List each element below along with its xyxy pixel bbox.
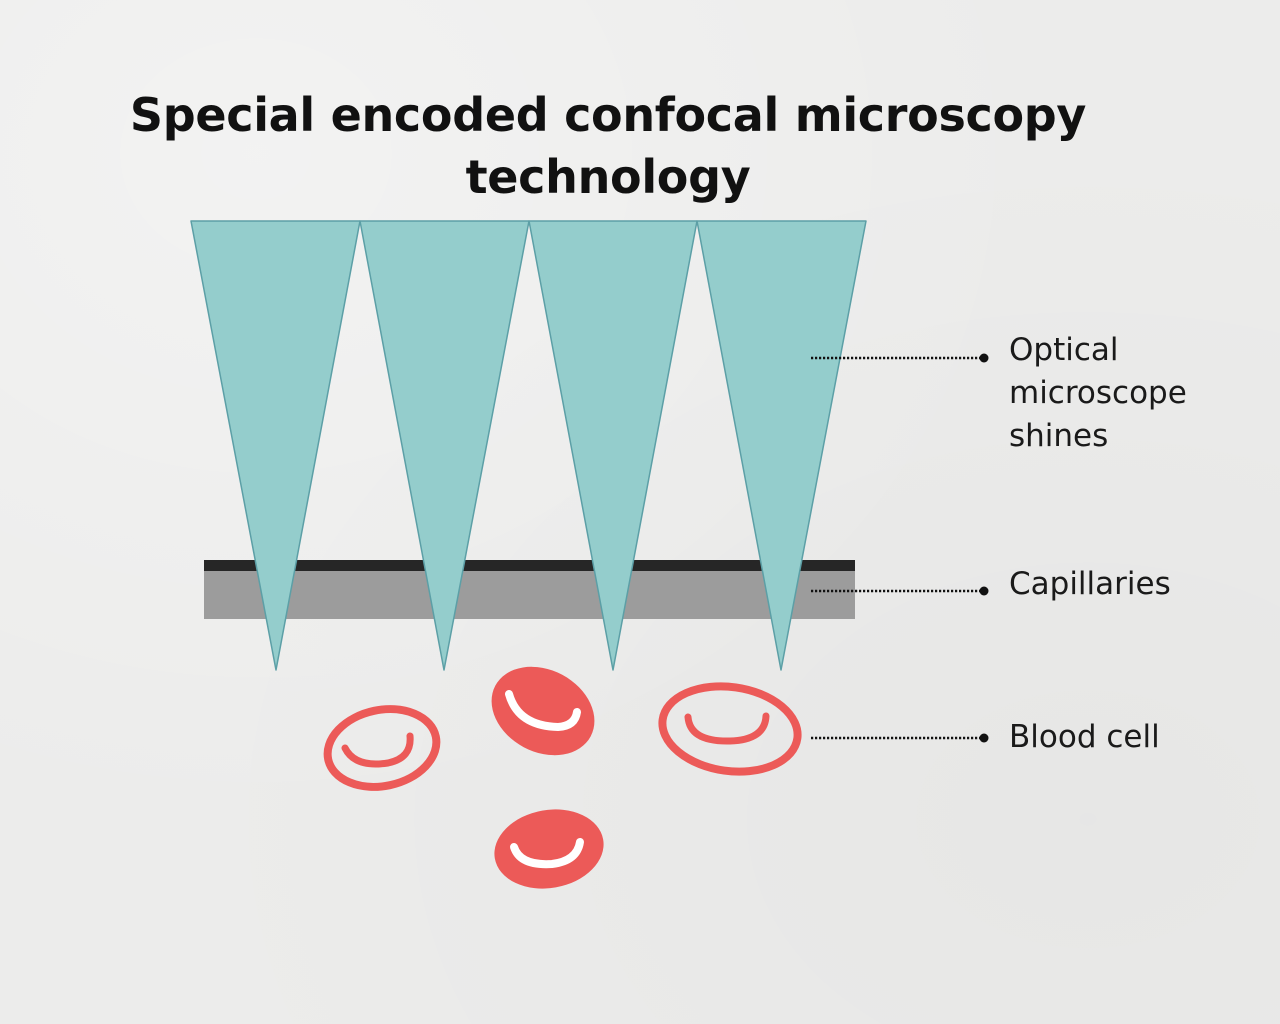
leader-dot-optical <box>979 353 989 363</box>
blood-cell-2 <box>491 666 595 756</box>
leader-lines <box>811 353 989 743</box>
blood-cells <box>323 666 802 889</box>
light-beam-1 <box>190 220 361 671</box>
light-beam-2 <box>359 220 530 671</box>
label-capillaries: Capillaries <box>1009 566 1171 602</box>
blood-cell-3 <box>658 682 802 776</box>
capillary-band <box>204 569 855 619</box>
label-optical-microscope: Optical microscope shines <box>1009 329 1187 458</box>
label-optical-line-1: Optical <box>1009 332 1119 368</box>
label-optical-line-3: shines <box>1009 418 1109 454</box>
light-beam-4 <box>696 220 867 671</box>
leader-dot-blood-cell <box>979 733 989 743</box>
blood-cell-1 <box>323 705 441 791</box>
light-beam-3 <box>528 220 698 671</box>
title-line-2: technology <box>465 150 751 204</box>
light-beams <box>190 220 867 671</box>
blood-cell-4 <box>494 809 604 889</box>
leader-dot-capillaries <box>979 586 989 596</box>
label-blood-cell: Blood cell <box>1009 719 1160 755</box>
capillaries <box>204 560 855 619</box>
title-line-1: Special encoded confocal microscopy <box>129 88 1087 142</box>
capillary-wall <box>204 560 855 571</box>
label-optical-line-2: microscope <box>1009 375 1187 411</box>
diagram-title: Special encoded confocal microscopy tech… <box>0 84 1216 208</box>
